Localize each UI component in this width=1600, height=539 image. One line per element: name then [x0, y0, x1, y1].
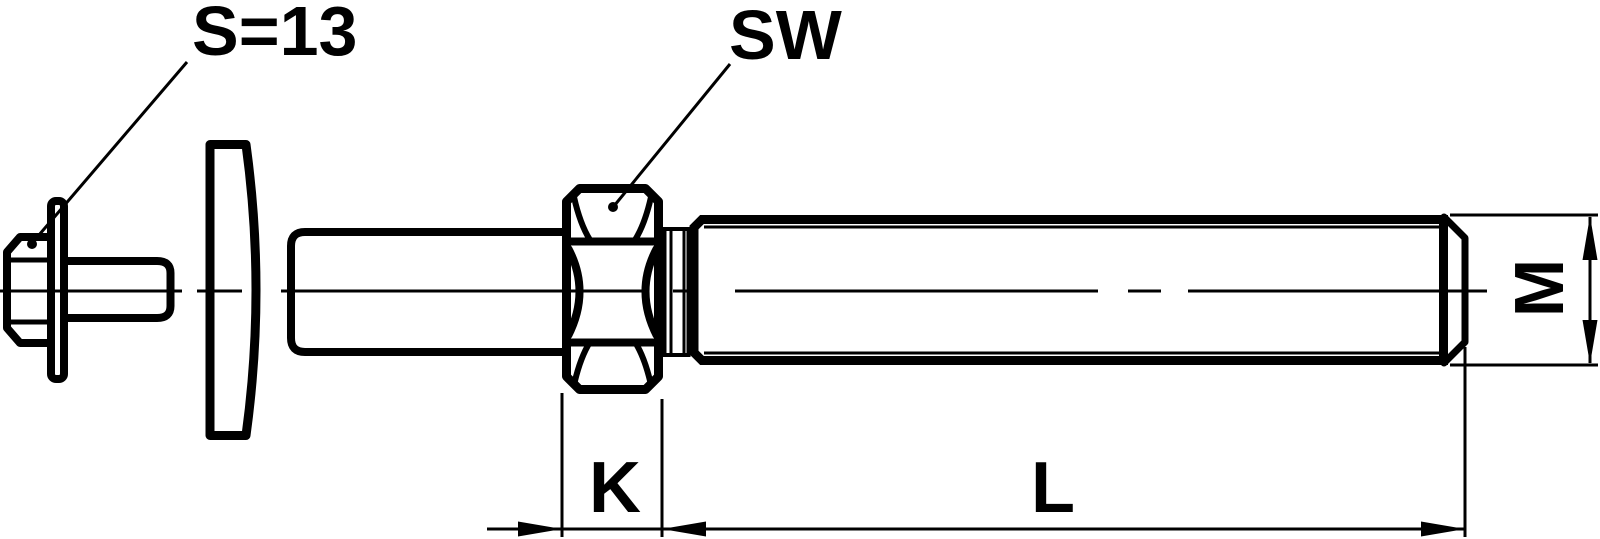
nut-lower-facet-arc-right	[632, 340, 654, 386]
leader-line-sw	[612, 63, 732, 207]
arrow-m-down	[1582, 320, 1598, 364]
dimension-arrowheads	[518, 216, 1598, 537]
dimension-k-and-l	[487, 347, 1467, 537]
leader-nut-wrench-size	[608, 63, 732, 212]
arrow-l-left	[662, 521, 706, 537]
hex-nut	[562, 184, 663, 394]
thread-length-label: L	[1031, 448, 1075, 528]
leader-dot-sw	[608, 202, 618, 212]
nut-upper-facet-arc-right	[632, 196, 654, 242]
arrow-k-left	[518, 521, 562, 537]
arrow-l-right	[1421, 521, 1465, 537]
leader-wrench-size	[27, 61, 189, 249]
leader-dot-s	[27, 239, 37, 249]
nut-width-label: K	[589, 448, 641, 528]
nut-lower-facet-arc-left	[571, 340, 593, 386]
thread-diameter-label: M	[1500, 259, 1578, 317]
nut-upper-facet-arc-left	[571, 196, 593, 242]
leader-line-s	[31, 61, 189, 243]
wrench-size-label: S=13	[192, 0, 357, 70]
hex-flange-bolt	[3, 197, 175, 383]
nut-wrench-size-label: SW	[729, 0, 842, 74]
arrow-m-up	[1582, 216, 1598, 260]
